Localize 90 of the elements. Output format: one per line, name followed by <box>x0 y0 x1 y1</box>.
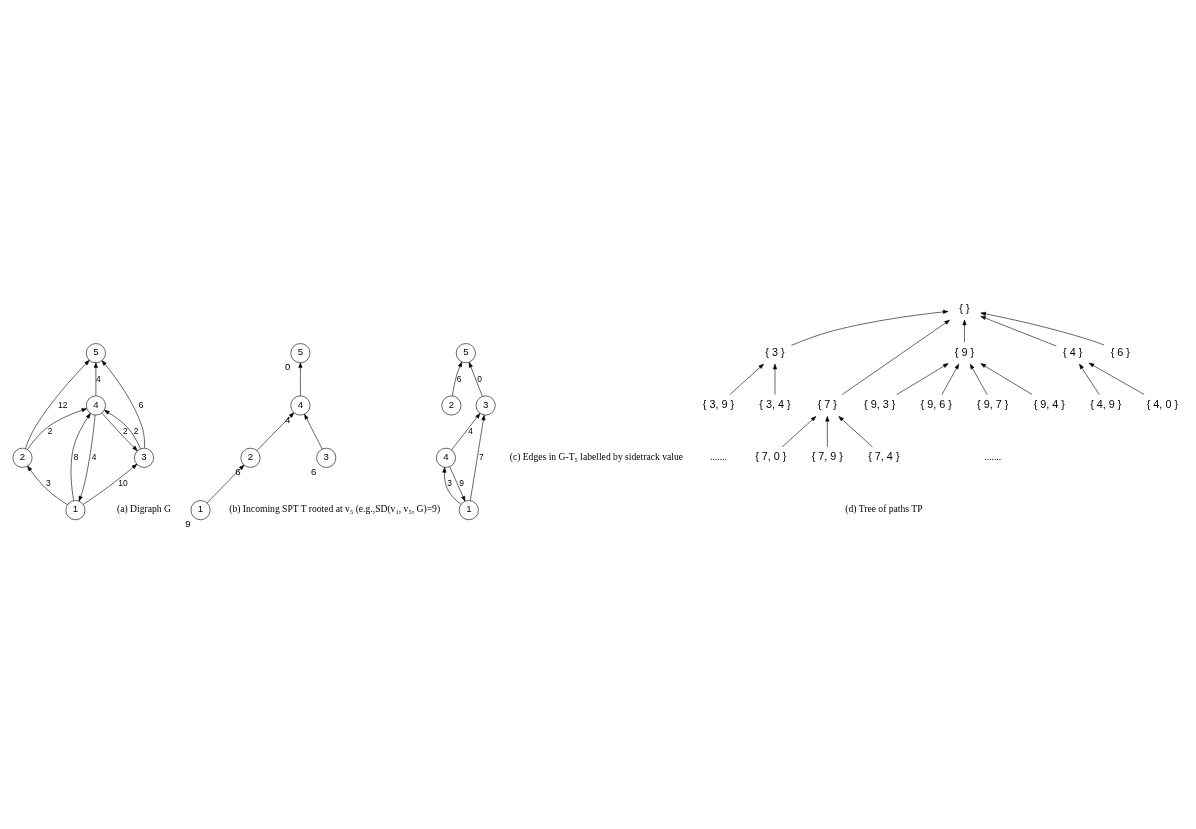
node-circle: 3 <box>316 447 337 468</box>
label: ....... <box>710 451 727 463</box>
arrow <box>781 416 817 448</box>
arrow <box>468 362 483 397</box>
node-text: { 9, 7 } <box>977 398 1009 411</box>
arrow <box>449 466 466 502</box>
node-circle: 3 <box>475 395 496 416</box>
arrow <box>304 413 323 450</box>
arrow <box>729 363 764 395</box>
arrow <box>27 408 87 450</box>
arrow <box>838 416 873 448</box>
edge-label: 7 <box>479 452 484 463</box>
arrow <box>773 363 777 395</box>
node-circle: 1 <box>190 500 211 521</box>
node-text: { 9, 3 } <box>864 398 896 411</box>
node-text: { 9, 6 } <box>920 398 952 411</box>
node-text: { 7, 0 } <box>755 450 787 463</box>
node-text: { } <box>959 301 970 314</box>
arrow <box>70 413 91 501</box>
edge-label: 4 <box>468 425 473 436</box>
arrow <box>83 464 138 505</box>
arrow <box>256 412 295 451</box>
edge-label: 10 <box>118 478 128 489</box>
arrow <box>470 414 486 501</box>
arrow <box>980 315 1057 347</box>
node-text: { 4, 0 } <box>1146 398 1179 411</box>
node-circle: 2 <box>441 395 462 416</box>
node-text: { 9, 4 } <box>1033 398 1065 411</box>
edge-label: 6 <box>456 373 462 384</box>
arrow <box>896 363 949 395</box>
arrow <box>78 414 96 502</box>
arrow <box>25 360 90 449</box>
arrow <box>841 319 950 395</box>
arrow <box>442 467 462 505</box>
node-label: 6 <box>235 466 241 478</box>
label: (d) Tree of paths TP <box>845 503 923 515</box>
label: (a) Digraph G <box>117 503 171 515</box>
edge-label: 3 <box>447 478 452 489</box>
edge-label: 12 <box>58 399 68 410</box>
label: (c) Edges in G-T₅ labelled by sidetrack value <box>509 451 684 463</box>
node-circle: 2 <box>240 447 261 468</box>
node-text: { 9 } <box>954 345 975 358</box>
node-text: { 3 } <box>765 345 785 358</box>
arrow <box>980 363 1033 395</box>
node-circle: 5 <box>455 343 476 364</box>
node-circle: 1 <box>65 500 86 521</box>
arrow <box>451 413 481 451</box>
arrow <box>941 363 960 395</box>
edge-label: 2 <box>47 425 53 436</box>
arrow <box>452 361 463 397</box>
edge-label: 4 <box>95 373 101 384</box>
arrow <box>298 362 303 397</box>
arrow <box>27 465 68 506</box>
edge-label: 4 <box>91 452 97 463</box>
node-text: { 4 } <box>1063 345 1083 358</box>
arrow <box>791 309 949 346</box>
edge-label: 8 <box>73 452 79 463</box>
node-circle: 4 <box>85 395 106 416</box>
node-label: 9 <box>185 518 191 530</box>
edge-label: 2 <box>133 425 139 436</box>
node-label: 0 <box>285 361 291 373</box>
edge-label: 6 <box>138 399 144 410</box>
edge-label: 3 <box>46 478 51 489</box>
node-text: { 3, 4 } <box>759 398 791 411</box>
node-text: { 6 } <box>1110 345 1130 358</box>
node-text: { 4, 9 } <box>1090 398 1122 411</box>
edge-label: 2 <box>123 425 128 436</box>
arrow <box>825 416 830 448</box>
node-label: 6 <box>310 466 317 478</box>
arrow <box>101 360 145 449</box>
node-circle: 4 <box>436 447 456 468</box>
node-label: 4 <box>285 413 291 425</box>
arrow <box>980 311 1105 346</box>
node-circle: 5 <box>290 343 311 364</box>
label: (b) Incoming SPT T rooted at v₅ (e.g.,SD(v₁, v₅, G)=9) <box>229 503 441 515</box>
edge-label: 0 <box>477 373 482 384</box>
node-circle: 1 <box>458 500 479 521</box>
label: ....... <box>984 451 1002 463</box>
arrow <box>962 319 967 343</box>
arrow <box>1079 363 1100 395</box>
node-text: { 7 } <box>817 398 837 411</box>
arrow <box>1088 362 1145 395</box>
node-text: { 7, 9 } <box>811 450 843 463</box>
arrow <box>206 464 245 504</box>
arrow <box>93 362 98 397</box>
arrow <box>969 363 988 395</box>
node-text: { 7, 4 } <box>868 450 900 463</box>
node-text: { 3, 9 } <box>702 398 735 411</box>
edge-label: 9 <box>459 478 464 489</box>
node-circle: 2 <box>12 447 33 468</box>
